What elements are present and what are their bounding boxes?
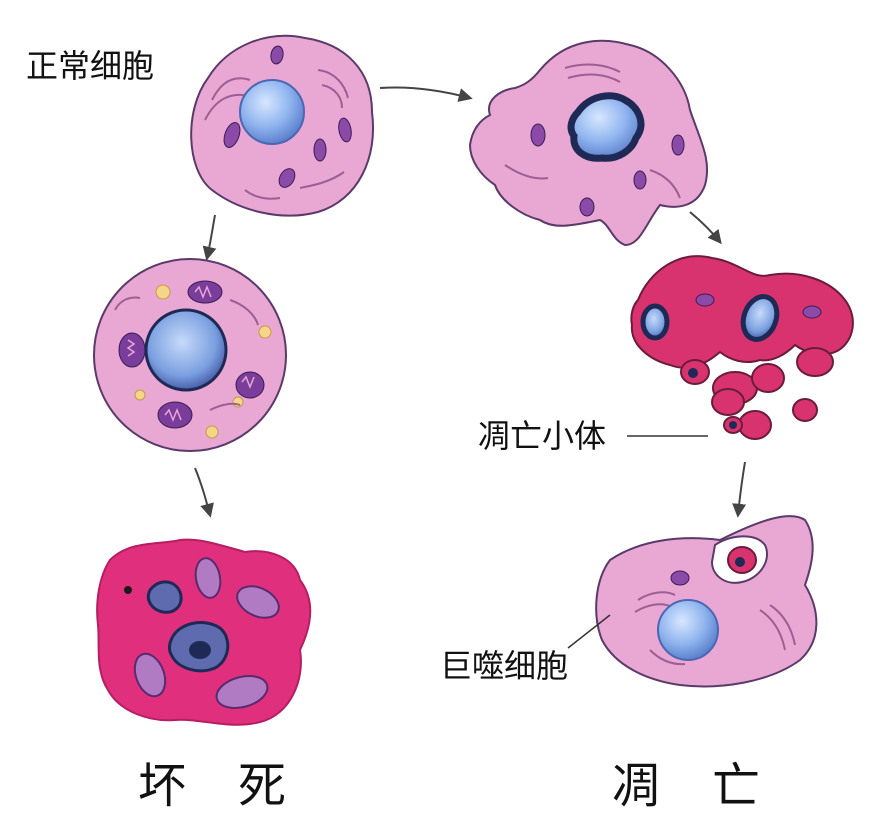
- swollen-nucleus: [144, 308, 228, 392]
- necrotic-cell: [96, 538, 312, 726]
- nucleus: [239, 79, 305, 145]
- engulfed-nucleus: [735, 557, 745, 567]
- nucleus-fragment: [640, 303, 670, 341]
- condensed-nucleus: [567, 92, 645, 162]
- leader-line-macrophage: [567, 614, 611, 649]
- mitochondrion: [802, 305, 822, 319]
- early-apoptotic-cell: [468, 39, 709, 247]
- label-necrosis: 坏 死: [138, 758, 289, 814]
- nucleus-fragment: [688, 368, 698, 378]
- fragmenting-apoptotic-cell: [630, 255, 854, 440]
- label-apoptosis: 凋 亡: [612, 758, 763, 814]
- arrow-normal-to-apoptosis: [379, 86, 473, 102]
- nucleus: [657, 599, 719, 661]
- arrow-swelling-to-necrosis: [194, 467, 214, 518]
- karyorrhexis-fragment: [124, 586, 132, 594]
- normal-cell: [190, 34, 374, 217]
- arrow-apoptosis-to-fragment: [689, 211, 722, 245]
- endoplasmic-reticulum: [504, 63, 681, 199]
- ruptured-mitochondrion: [133, 557, 280, 709]
- mitochondrion: [530, 123, 685, 217]
- arrow-right-icon: [194, 86, 747, 518]
- arrow-fragment-to-macrophage: [732, 461, 747, 518]
- apoptotic-bodies: [680, 347, 834, 440]
- mitochondrion: [223, 45, 352, 188]
- label-normal-cell: 正常细胞: [26, 47, 155, 85]
- pyknotic-nucleus: [146, 580, 183, 614]
- arrow-normal-to-swelling: [202, 214, 217, 261]
- mitochondrion: [670, 570, 690, 586]
- mitochondrion: [695, 293, 715, 307]
- vacuole: [134, 284, 272, 439]
- endoplasmic-reticulum: [114, 296, 259, 411]
- label-macrophage: 巨噬细胞: [440, 647, 569, 685]
- nucleus-core: [189, 641, 211, 659]
- macrophage-cell: [595, 515, 818, 688]
- label-apoptotic-body: 凋亡小体: [478, 417, 607, 455]
- nucleus-fragment: [740, 294, 780, 342]
- nucleus-fragment: [729, 421, 737, 429]
- swelling-cell: [93, 258, 287, 452]
- mitochondrial-cristae: [126, 284, 255, 423]
